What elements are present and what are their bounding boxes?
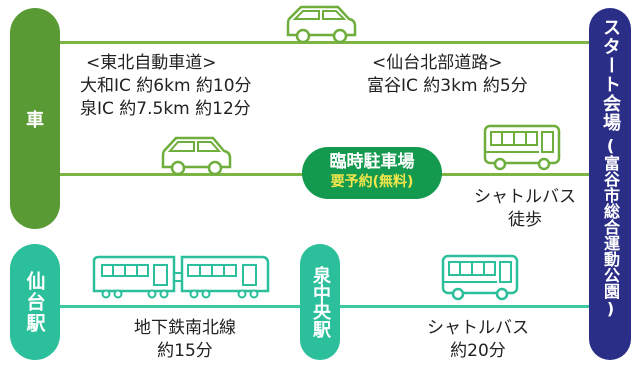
tohoku-expressway-heading: <東北自動車道> [86, 53, 217, 73]
parking-walk-label: 徒歩 [508, 210, 542, 230]
izumi-chuo-station-text: 泉中央駅 [310, 266, 331, 338]
reservation-note: 要予約(無料) [330, 174, 414, 190]
car-label-text: 車 [26, 109, 44, 131]
sendai-hokubu-heading: <仙台北部道路> [372, 53, 503, 73]
car-route-label: 車 [10, 8, 60, 229]
parking-shuttle-label: シャトルバス [474, 187, 576, 207]
station-shuttle-time: 約20分 [450, 341, 506, 361]
subway-line-label: 地下鉄南北線 [134, 318, 236, 338]
train-icon [90, 253, 275, 299]
izumi-chuo-station-label: 泉中央駅 [300, 244, 340, 360]
road-line-top [60, 41, 590, 44]
car-icon [283, 3, 359, 45]
temporary-parking-label: 臨時駐車場 [329, 152, 415, 172]
station-shuttle-label: シャトルバス [427, 318, 529, 338]
bus-icon [440, 253, 522, 303]
start-venue-title: スタート会場 [600, 18, 621, 132]
temporary-parking-badge: 臨時駐車場 要予約(無料) [302, 147, 442, 199]
bus-icon [482, 123, 564, 173]
car-icon [158, 133, 234, 177]
sendai-hokubu-tomiya: 富谷IC 約3km 約5分 [367, 76, 528, 96]
tohoku-expressway-izumi: 泉IC 約7.5km 約12分 [80, 99, 251, 119]
subway-time-label: 約15分 [157, 341, 213, 361]
start-venue-subtitle: (富谷市総合運動公園) [601, 136, 620, 318]
sendai-station-text: 仙台駅 [23, 270, 46, 334]
sendai-station-label: 仙台駅 [10, 244, 60, 360]
tohoku-expressway-yamato: 大和IC 約6km 約10分 [80, 76, 252, 96]
start-venue-label: スタート会場 (富谷市総合運動公園) [589, 8, 631, 360]
